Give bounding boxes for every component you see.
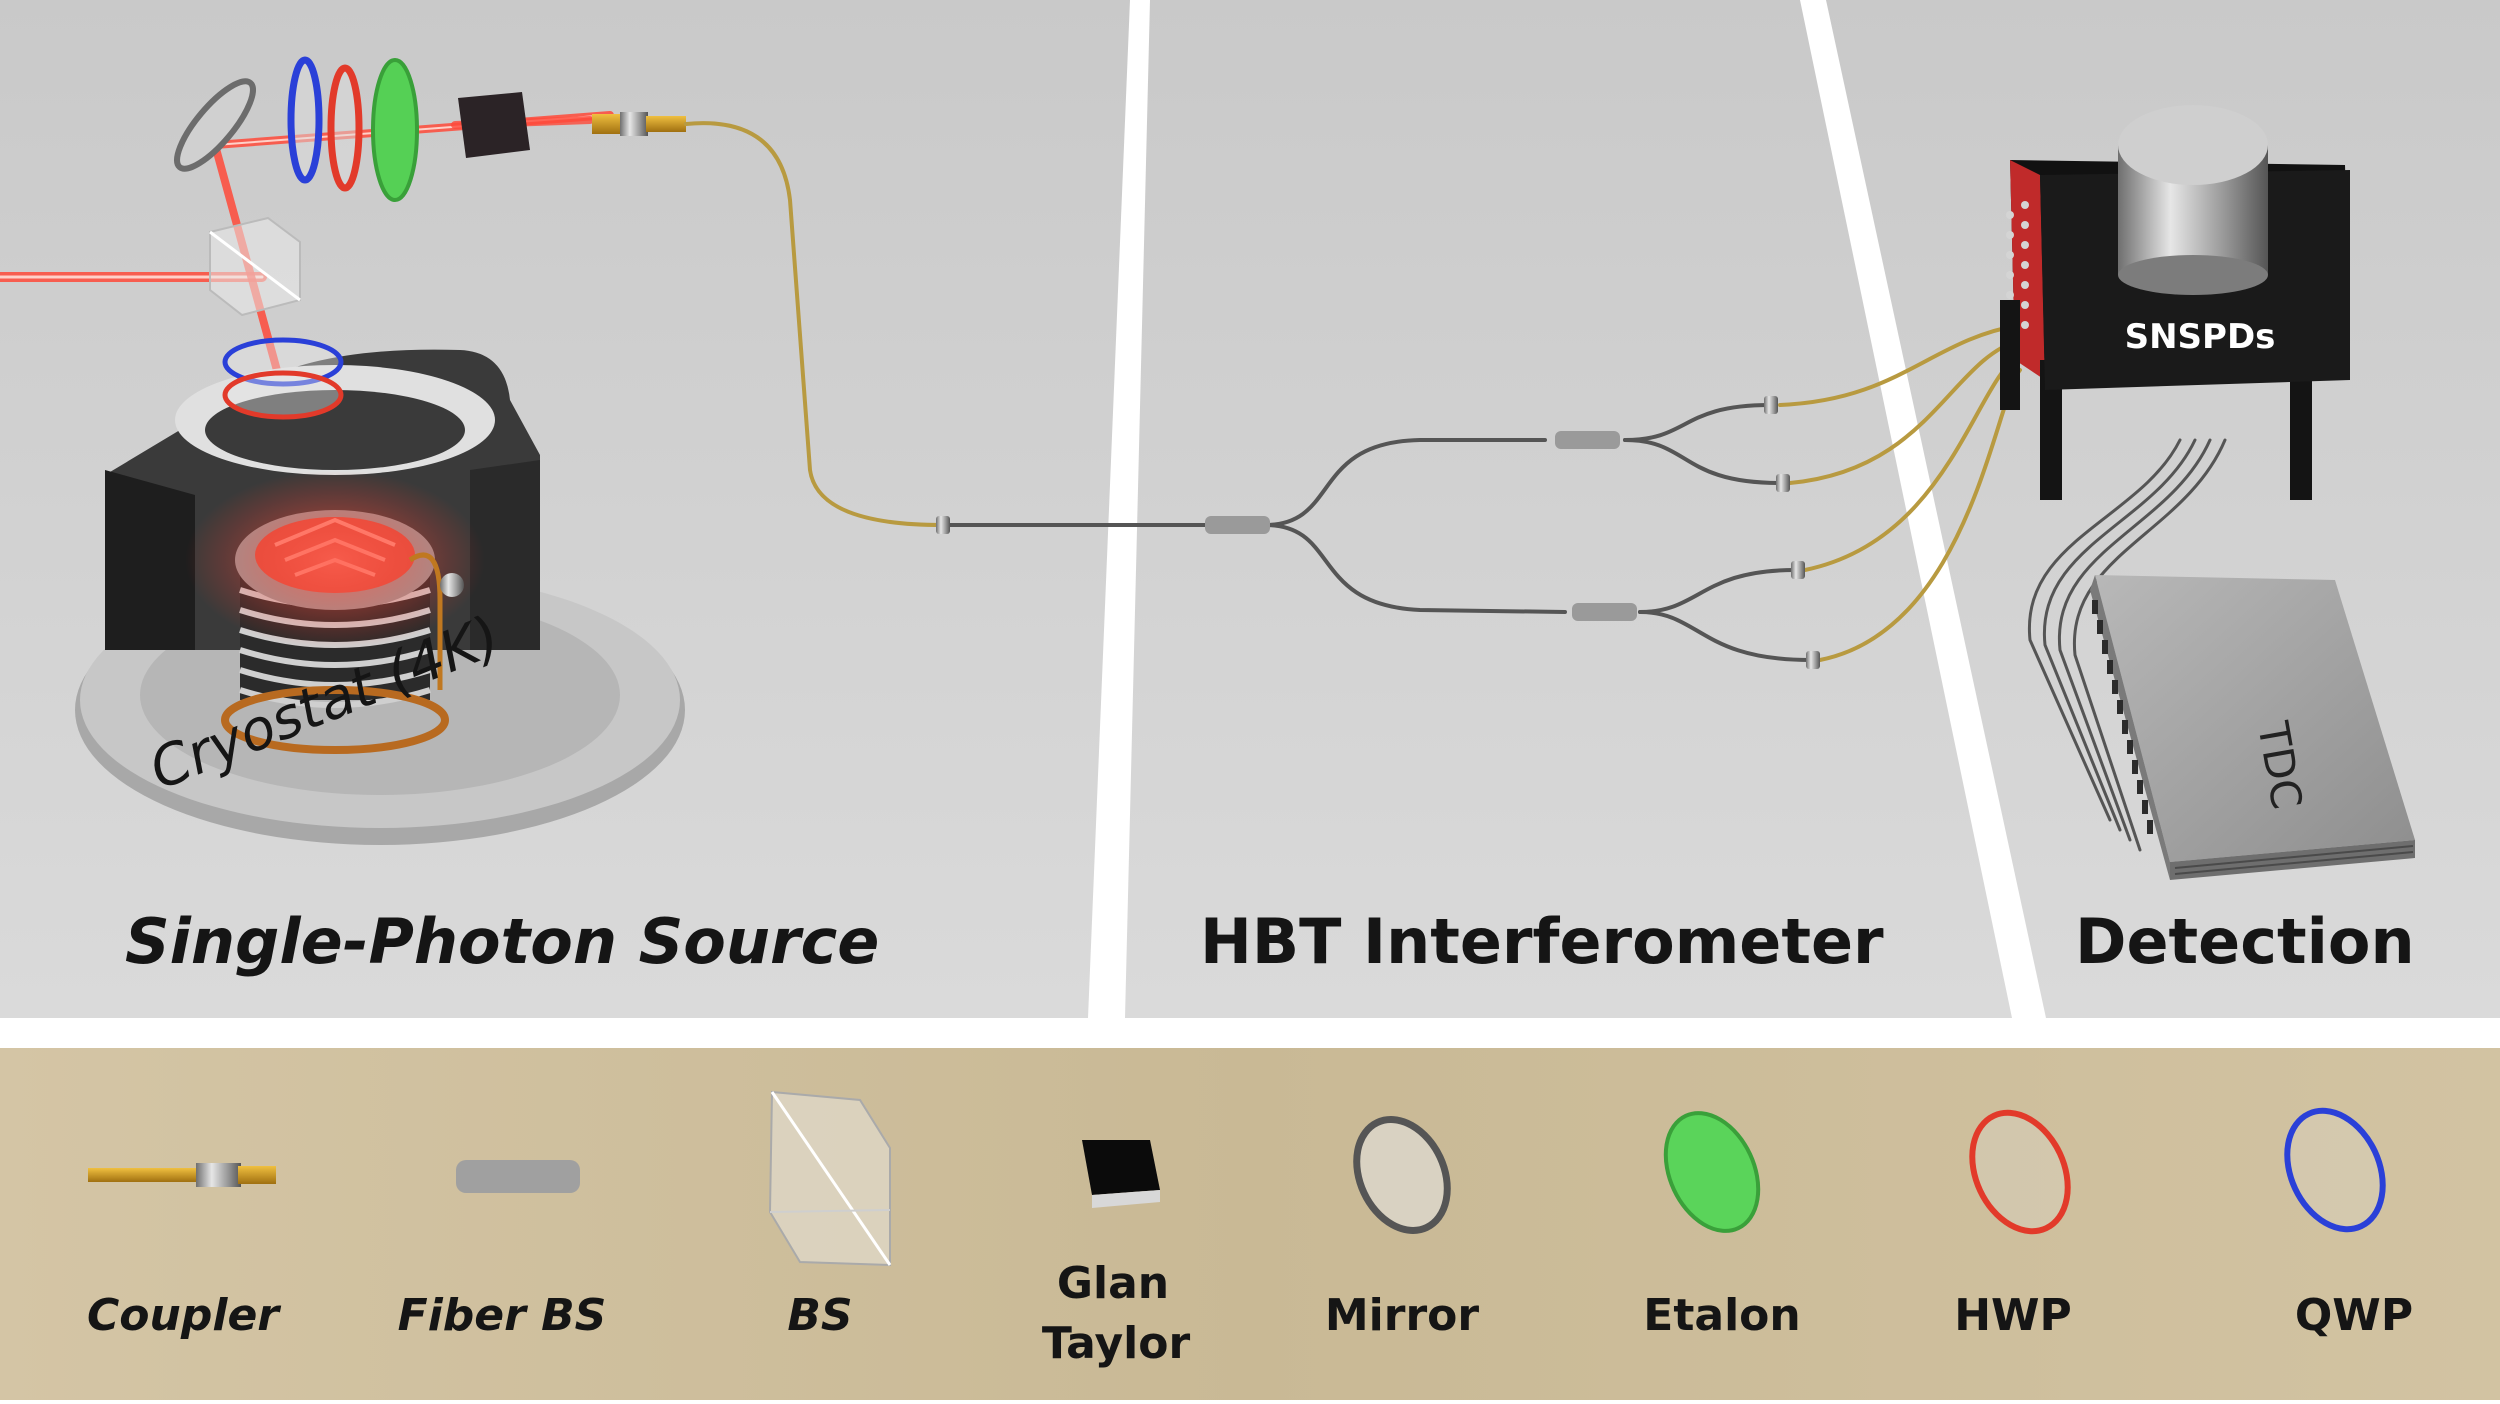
tdc-device — [2090, 575, 2415, 880]
cryostat — [75, 337, 685, 845]
hwp-icon — [1969, 1109, 2071, 1235]
legend-label-fiber-bs: Fiber BS — [397, 1290, 607, 1341]
fiber-connectors — [936, 396, 1820, 669]
snspds-device — [2000, 105, 2350, 500]
fiber-coupler — [592, 112, 686, 136]
snspds-label: SNSPDs — [2125, 317, 2276, 357]
fiber-bs-main — [1205, 516, 1270, 534]
fiber-bs-upper — [1555, 431, 1620, 449]
legend-panel — [0, 1048, 2500, 1400]
section-title-detection: Detection — [2075, 905, 2415, 978]
bs-icon — [768, 1090, 892, 1267]
legend-label-taylor: Taylor — [1041, 1318, 1191, 1369]
coupler-icon — [88, 1163, 276, 1187]
source-qwp — [287, 56, 323, 184]
source-mirror — [174, 78, 256, 172]
section-title-source: Single-Photon Source — [125, 905, 880, 978]
legend-label-glan: Glan — [1056, 1258, 1170, 1309]
section-title-hbt: HBT Interferometer — [1200, 905, 1884, 978]
legend-label-etalon: Etalon — [1643, 1290, 1801, 1341]
etalon-icon — [1663, 1111, 1761, 1233]
glan-taylor-prism — [458, 92, 530, 158]
beamsplitter-cube — [209, 216, 301, 317]
glan-taylor-icon — [1082, 1140, 1160, 1208]
source-hwp — [327, 64, 363, 192]
legend-label-hwp: HWP — [1954, 1290, 2072, 1341]
legend-label-coupler: Coupler — [87, 1290, 279, 1341]
optical-fibers — [684, 121, 2227, 852]
legend-label-bs: BS — [787, 1290, 853, 1341]
fiber-bs-lower — [1572, 603, 1637, 621]
legend-label-qwp: QWP — [2294, 1290, 2414, 1341]
qwp-icon — [2284, 1107, 2386, 1233]
panel-hbt — [1125, 0, 2012, 1018]
legend-label-mirror: Mirror — [1324, 1290, 1480, 1341]
fiber-bs-icon — [456, 1160, 580, 1193]
mirror-icon — [1353, 1116, 1451, 1234]
source-etalon — [371, 58, 419, 202]
